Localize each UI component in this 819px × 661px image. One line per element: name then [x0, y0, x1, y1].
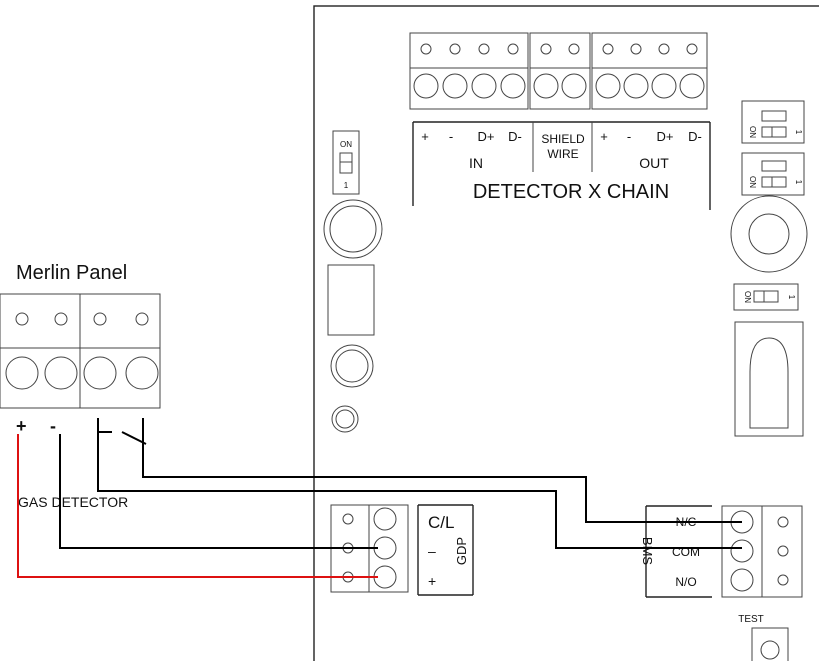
battery-holder	[734, 321, 804, 437]
dip-switch-left[interactable]: ON 1	[332, 130, 360, 195]
dip-left-on: ON	[340, 140, 352, 149]
panel-title: Merlin Panel	[16, 262, 127, 284]
buzzer-component	[323, 199, 383, 259]
panel-plus-terminal: +	[16, 416, 27, 436]
panel-minus-terminal: -	[50, 416, 56, 436]
wire-positive	[17, 434, 378, 578]
in-terminal-block	[409, 32, 529, 110]
dip-left-one: 1	[344, 181, 349, 190]
dip-r2-on: ON	[748, 176, 757, 188]
chain-title: DETECTOR X CHAIN	[473, 181, 669, 203]
out-group-label: OUT	[639, 155, 669, 171]
wire-negative	[59, 434, 378, 549]
wire-relay-com	[97, 418, 742, 549]
shield-terminal-block	[529, 32, 591, 110]
in-minus-label: -	[449, 129, 453, 144]
led-small	[331, 405, 359, 433]
dip-r1-on: ON	[748, 126, 757, 138]
wire-label: WIRE	[547, 147, 578, 161]
in-plus-label: +	[421, 129, 429, 144]
detector-board-outline	[313, 5, 819, 661]
bms-name-label: BMS	[640, 537, 655, 566]
out-minus-label: -	[627, 129, 631, 144]
dip-switch-right-2[interactable]: ON 1	[741, 152, 805, 196]
out-dplus-label: D+	[657, 129, 674, 144]
dip-r1-one: 1	[794, 130, 803, 135]
relay-component	[327, 264, 375, 336]
gdp-cl-label: C/L	[428, 513, 454, 532]
panel-terminal-block	[0, 293, 161, 409]
dip-switch-right-3[interactable]: ON 1	[733, 283, 799, 311]
bms-no-label: N/O	[675, 575, 696, 589]
gdp-label-frame	[417, 504, 474, 596]
test-label: TEST	[738, 614, 764, 625]
bms-terminal-block	[721, 505, 803, 598]
wire-relay-nc	[142, 418, 742, 523]
in-dminus-label: D-	[508, 129, 522, 144]
gdp-plus-label: +	[428, 573, 436, 589]
out-dminus-label: D-	[688, 129, 702, 144]
sounder-component	[730, 195, 808, 273]
gas-detector-label: GAS DETECTOR	[18, 494, 128, 510]
led-large	[330, 344, 374, 388]
dip-switch-right-1[interactable]: ON 1	[741, 100, 805, 144]
in-group-label: IN	[469, 155, 483, 171]
shield-label: SHIELD	[541, 132, 585, 146]
test-button[interactable]	[751, 627, 789, 661]
in-dplus-label: D+	[478, 129, 495, 144]
out-terminal-block	[591, 32, 708, 110]
out-plus-label: +	[600, 129, 608, 144]
gdp-minus-label: –	[428, 543, 436, 559]
chain-label-frame	[412, 121, 711, 210]
dip-r2-one: 1	[794, 180, 803, 185]
dip-r3-one: 1	[787, 295, 796, 300]
dip-r3-on: ON	[743, 291, 752, 303]
gdp-name-label: GDP	[454, 537, 469, 565]
